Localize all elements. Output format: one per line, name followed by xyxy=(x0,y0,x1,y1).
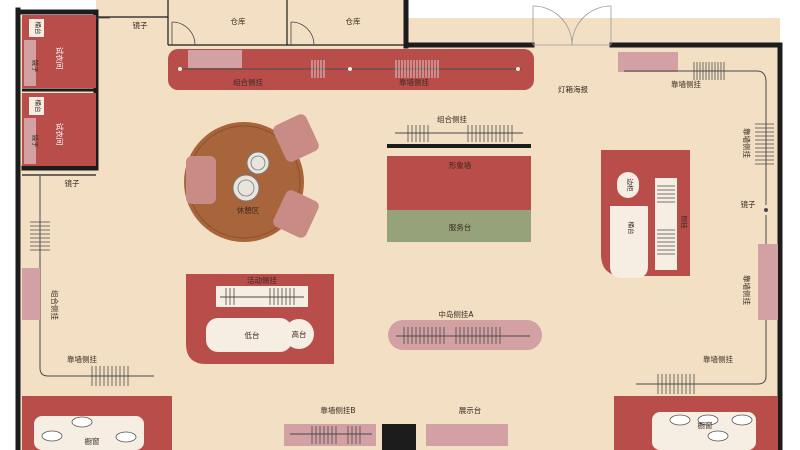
display-table-label: 展示台 xyxy=(459,405,482,415)
top-combo-hang-label: 组合侧挂 xyxy=(233,77,263,87)
right-wall-rail-top xyxy=(624,70,767,205)
image-wall-combo-label: 组合侧挂 xyxy=(437,114,467,124)
right-wall-rail-bottom xyxy=(636,215,767,385)
low-table-label: 低台 xyxy=(245,330,260,340)
right-island-display-label: 桶台 xyxy=(627,222,636,235)
fitting-room-stool-2 xyxy=(29,97,44,115)
right-window-label: 橱窗 xyxy=(698,420,713,430)
mirror-label-left: 镜子 xyxy=(65,178,80,188)
right-top-hang-panel xyxy=(618,52,678,72)
lounge-chair-1 xyxy=(273,114,319,162)
mirror-label-right: 镜子 xyxy=(741,199,756,209)
mirror-label-top: 镜子 xyxy=(133,20,148,30)
left-hang-panel xyxy=(22,268,40,320)
right-island-display xyxy=(610,206,648,278)
right-lower-hangers xyxy=(657,374,695,394)
fitting-room-stool-1 xyxy=(29,19,44,37)
lounge-stool-2 xyxy=(232,174,260,202)
left-combo-hang-label: 组合侧挂 xyxy=(50,290,60,320)
promo-hangers xyxy=(220,288,304,305)
right-island-side-table-label: 边柜 xyxy=(626,179,635,193)
fitting-room-2-label: 试衣间 xyxy=(55,123,65,146)
left-wall-hangers xyxy=(30,221,129,386)
low-table xyxy=(206,318,292,352)
warehouse-label-1: 仓库 xyxy=(231,16,246,26)
high-table-label: 高台 xyxy=(292,329,307,339)
right-island-hang-label: 侧挂 xyxy=(680,216,689,230)
island-hang-a-base xyxy=(388,320,542,350)
left-window-platform xyxy=(34,416,144,450)
island-hang-a-label: 中岛侧挂A xyxy=(438,309,474,319)
fitting-room-2-mirror: 镜子 xyxy=(31,135,40,149)
entrance-door xyxy=(532,5,612,46)
lounge-chair-3 xyxy=(273,190,319,238)
top-wall-hang-label: 靠墙侧挂 xyxy=(399,77,429,87)
right-top-hangers xyxy=(693,62,774,165)
island-hang-a-hangers xyxy=(403,327,501,344)
fitting-room-1-label: 试衣间 xyxy=(55,47,65,70)
wall-hang-b-label: 靠墙侧挂B xyxy=(320,405,355,415)
top-rail-end-right xyxy=(516,67,520,71)
lounge-label: 休憩区 xyxy=(237,205,260,215)
image-wall xyxy=(387,156,531,210)
top-left-zone xyxy=(96,0,168,45)
right-top-hang-label: 靠墙侧挂 xyxy=(671,79,701,89)
lounge-chair-2 xyxy=(186,156,216,204)
center-pillar xyxy=(382,424,416,450)
left-window-label: 橱窗 xyxy=(85,436,100,446)
wall-hang-b-hangers xyxy=(311,426,361,444)
right-island-stool xyxy=(617,172,639,198)
right-island-hangers xyxy=(657,185,675,255)
wall-hang-b-base xyxy=(284,424,376,446)
top-combo-hang-panel xyxy=(188,50,242,68)
lightbox-poster-label: 灯箱海报 xyxy=(558,84,588,94)
fitting-room-1-mirror: 镜子 xyxy=(31,60,40,74)
right-window-mannequins xyxy=(669,414,753,442)
right-side-hang-label-1: 靠墙侧挂 xyxy=(742,128,752,158)
left-window-mannequins xyxy=(41,416,137,443)
image-wall-hangers xyxy=(407,125,513,142)
right-rail-joint xyxy=(764,208,768,212)
right-lower-hang-panel xyxy=(758,244,778,320)
right-bottom-hang-label: 靠墙侧挂 xyxy=(703,354,733,364)
top-rail-mid xyxy=(348,67,352,71)
right-side-hang-label-2: 靠墙侧挂 xyxy=(742,275,752,305)
fitting-room-bench-2 xyxy=(24,118,36,164)
lounge-stool-1-inner xyxy=(250,155,266,171)
lounge-stool-2-inner xyxy=(237,179,255,197)
image-wall-label: 形象墙 xyxy=(449,160,472,170)
fitting-room-1-stool: 桶台 xyxy=(34,22,43,35)
promo-hang-label: 活动侧挂 xyxy=(247,275,277,285)
service-desk-label: 服务台 xyxy=(449,222,472,232)
fitting-room-bench-1 xyxy=(24,40,36,86)
fitting-room-2-stool: 桶台 xyxy=(34,100,43,113)
image-wall-dark-bar xyxy=(387,144,531,148)
service-desk xyxy=(387,210,531,242)
warehouse-label-2: 仓库 xyxy=(346,16,361,26)
right-island-hang-rail xyxy=(655,178,677,270)
top-combo-hangers xyxy=(311,60,439,78)
lounge-stool-1 xyxy=(246,151,270,175)
left-bottom-hang-label: 靠墙侧挂 xyxy=(67,354,97,364)
warehouse-doors xyxy=(96,17,315,46)
display-table xyxy=(426,424,508,446)
high-table xyxy=(284,319,314,349)
left-wall-rail xyxy=(39,176,154,377)
top-rail-end-left xyxy=(178,67,182,71)
